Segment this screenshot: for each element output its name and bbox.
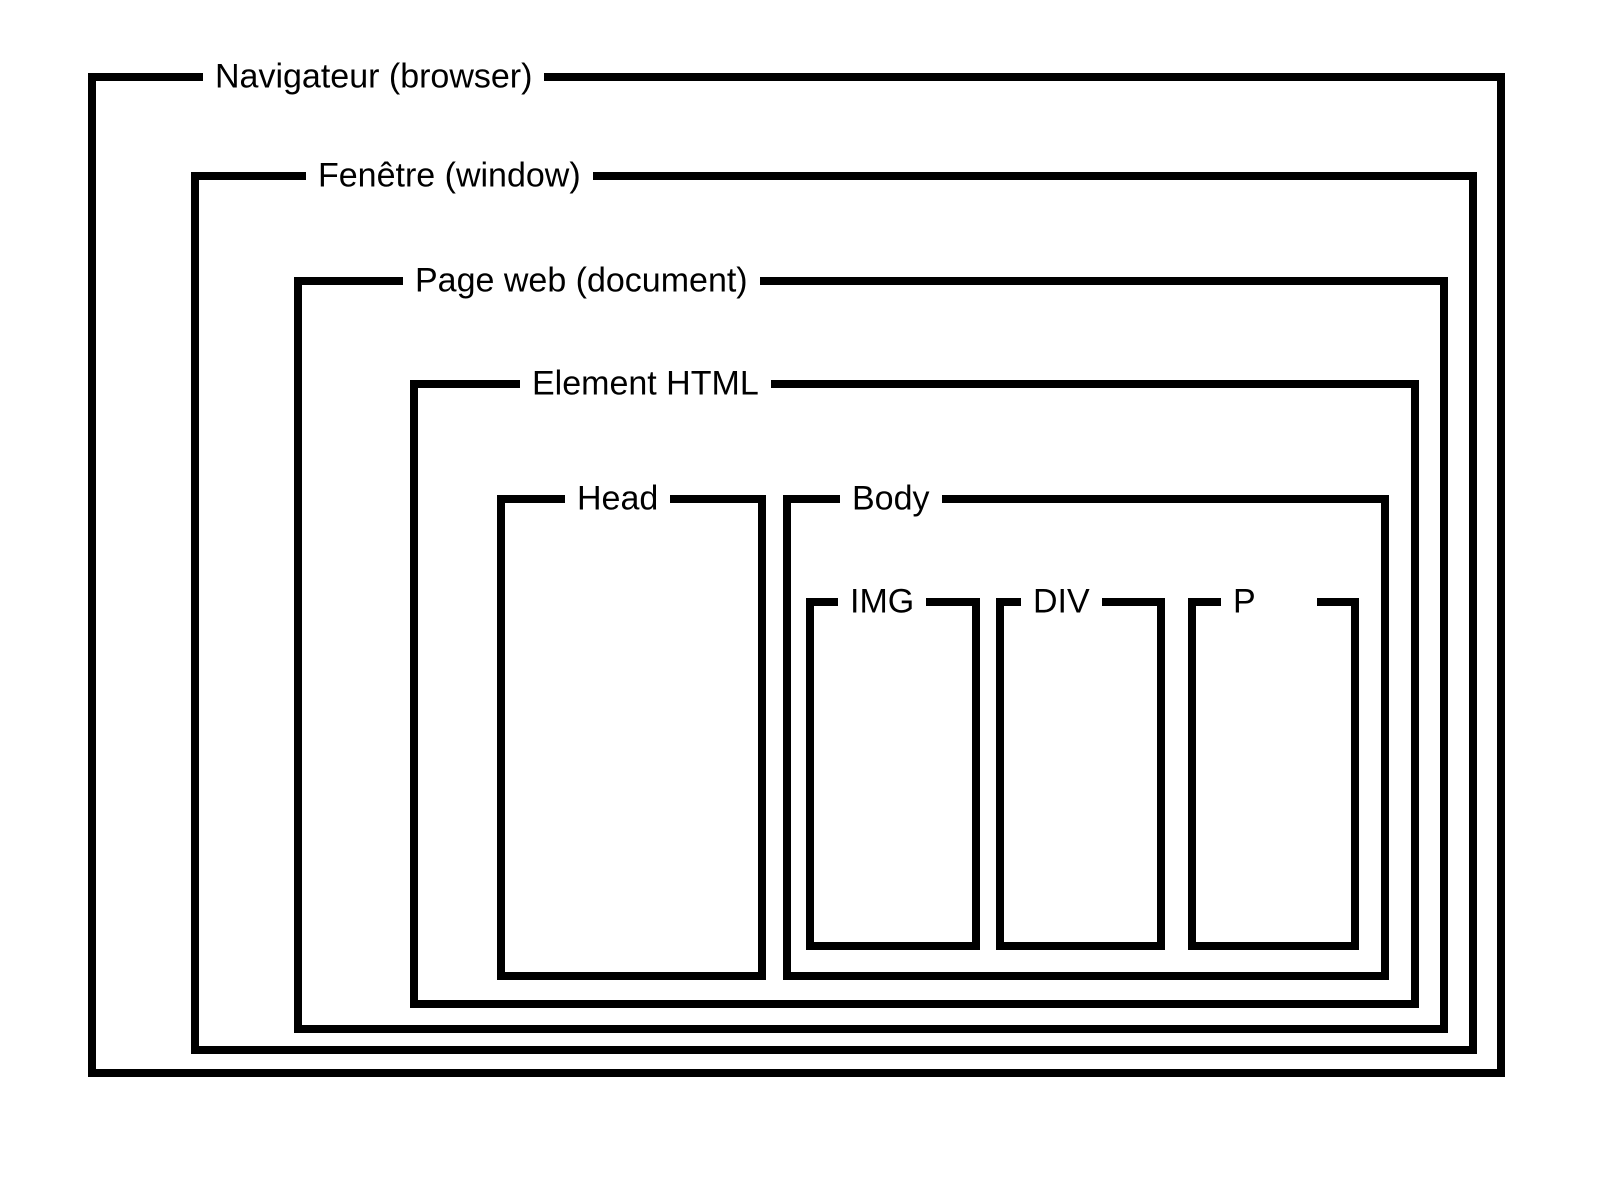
- p-box-label: P: [1221, 582, 1317, 621]
- html-element-box-label: Element HTML: [520, 364, 771, 403]
- head-box: Head: [497, 479, 766, 980]
- div-box-label: DIV: [1021, 582, 1102, 621]
- html-element-box: Element HTML: [410, 364, 1419, 1008]
- head-box-label: Head: [565, 479, 671, 518]
- img-box: IMG: [806, 582, 980, 950]
- body-box-label: Body: [840, 479, 942, 518]
- browser-box-label: Navigateur (browser): [203, 57, 545, 96]
- p-box: P: [1188, 582, 1359, 950]
- window-box-label: Fenêtre (window): [306, 156, 593, 195]
- div-box: DIV: [996, 582, 1165, 950]
- body-box: Body: [783, 479, 1389, 980]
- browser-box: Navigateur (browser): [88, 57, 1505, 1077]
- window-box: Fenêtre (window): [191, 156, 1477, 1054]
- document-box-label: Page web (document): [403, 261, 760, 300]
- img-box-label: IMG: [838, 582, 927, 621]
- document-box: Page web (document): [294, 261, 1448, 1033]
